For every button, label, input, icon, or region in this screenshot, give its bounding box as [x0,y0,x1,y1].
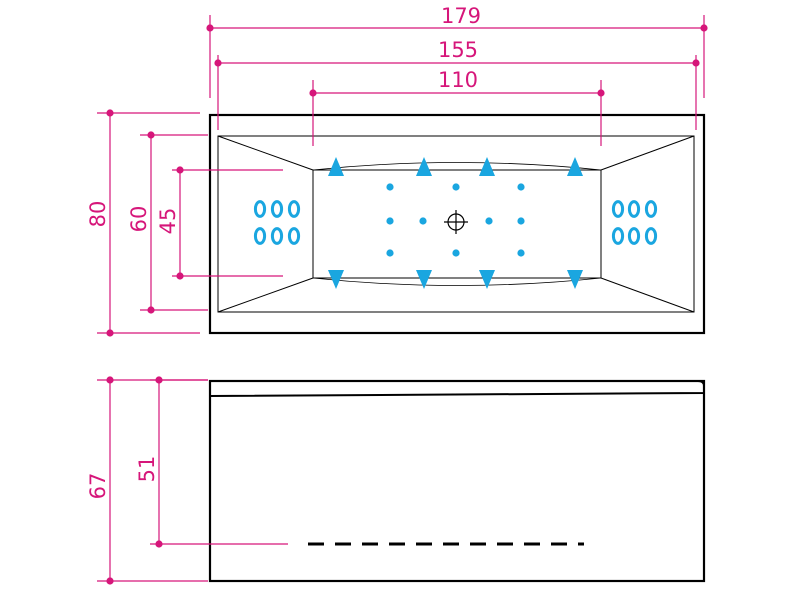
dimension-45 [172,166,283,280]
air-jet-dot [386,183,394,191]
air-jet-dot [452,183,460,191]
front-view: 67 51 [86,376,706,585]
back-jet-oval [270,200,284,218]
air-jet-dot [452,249,460,257]
dimension-45-label: 45 [156,208,180,235]
back-jet-oval [253,200,267,218]
back-jet-oval [627,200,641,218]
top-view: 179 155 110 80 [86,4,708,337]
air-jet-dot [386,249,394,257]
dimension-179-label: 179 [441,4,481,28]
back-jet-oval [611,227,625,245]
directional-jet-icon [328,157,344,176]
directional-jet-icon [567,157,583,176]
back-jet-oval [287,200,301,218]
dimension-155 [214,55,700,130]
dimension-51 [150,376,288,548]
dimension-67-label: 67 [86,473,110,500]
back-jet-oval [611,200,625,218]
dimension-179 [206,15,708,98]
bottom-curve-top [312,162,602,171]
tub-inner-edge [217,135,695,313]
dimension-60 [140,131,208,314]
tub-bottom [312,169,602,279]
directional-jet-icon [479,270,495,289]
air-jet-dot [419,217,427,225]
back-jet-oval [644,200,658,218]
back-jet-oval [253,227,267,245]
air-jet-dot [485,217,493,225]
slope-lines [217,135,695,313]
dimension-155-label: 155 [438,38,478,62]
dimension-60-label: 60 [127,206,151,233]
back-jet-oval [287,227,301,245]
tub-front-panel [208,379,706,583]
directional-jet-icon [328,270,344,289]
dimension-110-label: 110 [438,68,478,92]
directional-jet-icon [416,157,432,176]
back-jet-oval [270,227,284,245]
air-jet-dot [517,183,525,191]
bottom-curve-bottom [312,277,602,286]
back-jet-oval [627,227,641,245]
directional-jet-icon [567,270,583,289]
directional-jets [328,157,583,289]
tub-outer-rim [208,113,706,335]
back-jet-oval [644,227,658,245]
dimension-110 [309,80,605,146]
air-jet-dot [517,249,525,257]
directional-jet-icon [479,157,495,176]
air-jet-dot [517,217,525,225]
dimension-80 [97,109,200,337]
directional-jet-icon [416,270,432,289]
floor-air-jets [386,183,525,257]
dimension-80-label: 80 [86,201,110,228]
dimension-51-label: 51 [135,456,159,483]
tub-front-rim [209,380,705,397]
air-jet-dot [386,217,394,225]
back-jets [253,200,658,245]
drain-crosshair-icon [444,210,468,234]
